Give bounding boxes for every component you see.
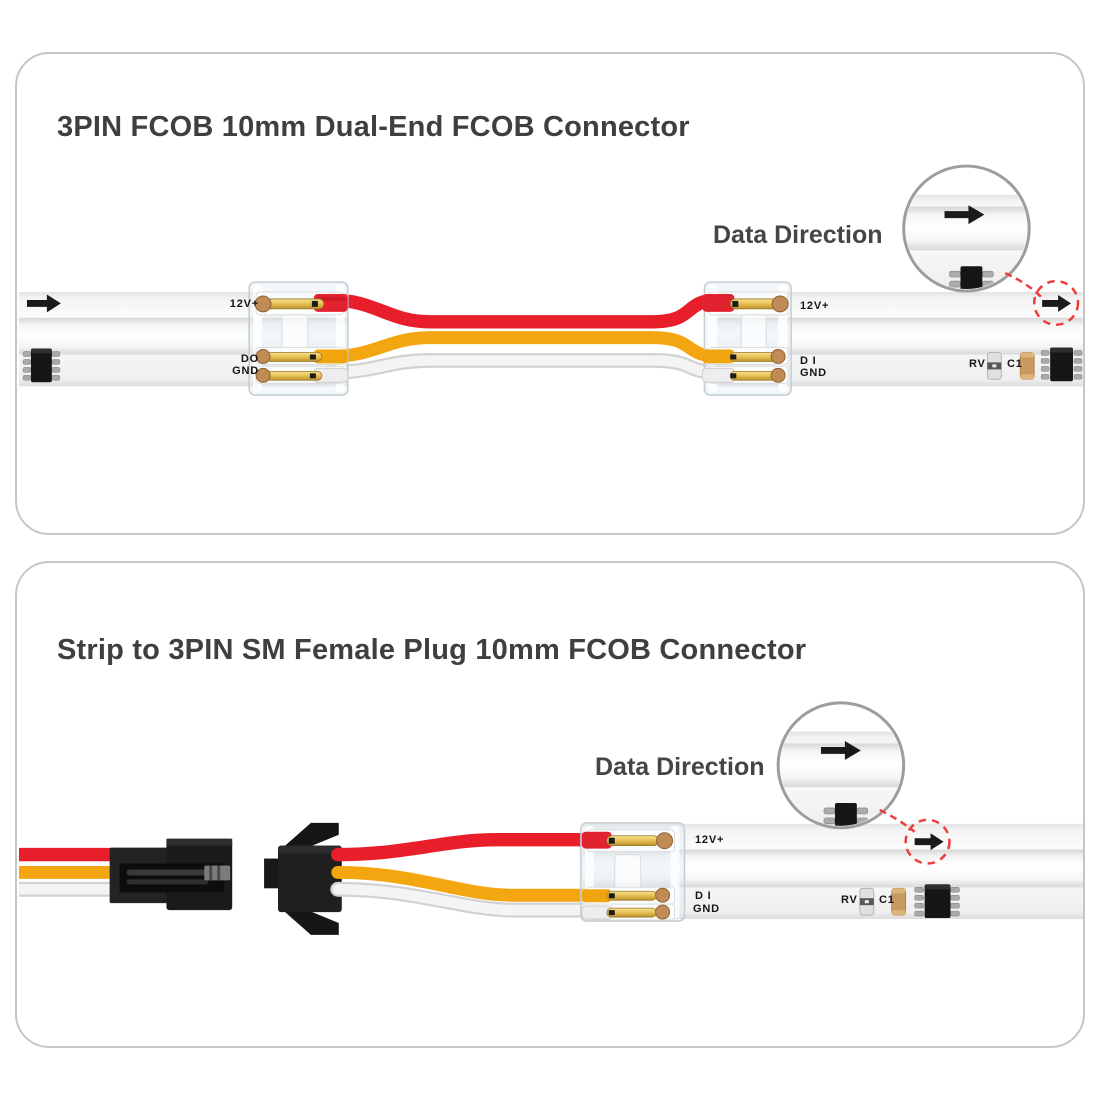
data-direction-arrow xyxy=(1042,294,1072,312)
pin-label-di: D I xyxy=(695,890,712,902)
dual-end-connector-diagram xyxy=(18,164,1083,396)
data-direction-label: Data Direction xyxy=(595,753,765,781)
capacitor-c1 xyxy=(1019,352,1035,380)
component-label-rv: RV xyxy=(841,894,858,906)
magnifier-link-line xyxy=(879,808,916,833)
plug-wires-left xyxy=(18,847,117,897)
pin-label-12v-left: 12V+ xyxy=(229,298,259,310)
panel-sm-plug-connector: Strip to 3PIN SM Female Plug 10mm FCOB C… xyxy=(15,561,1085,1048)
panel-title: 3PIN FCOB 10mm Dual-End FCOB Connector xyxy=(57,111,690,144)
magnifier xyxy=(902,164,1043,298)
wire-white-core xyxy=(325,355,725,378)
pin-label-do: DO xyxy=(240,353,259,365)
pin-label-12v-right: 12V+ xyxy=(800,300,830,312)
pin-label-gnd: GND xyxy=(693,903,720,915)
wire-yellow xyxy=(331,865,597,902)
panel-dual-end-connector: 3PIN FCOB 10mm Dual-End FCOB Connector D… xyxy=(15,52,1085,535)
wire-white-core xyxy=(332,884,596,916)
sm-male-connector xyxy=(264,822,342,935)
ic-chip xyxy=(1040,347,1083,382)
resistor-rv xyxy=(859,887,875,916)
ic-chip xyxy=(914,884,960,919)
data-direction-arrow xyxy=(914,833,944,851)
component-label-c1: C1 xyxy=(1007,358,1023,370)
data-direction-marker xyxy=(1032,279,1080,326)
data-direction-marker xyxy=(904,818,951,865)
pin-label-12v: 12V+ xyxy=(695,834,725,846)
wire-yellow xyxy=(324,331,726,363)
data-direction-label: Data Direction xyxy=(713,221,883,249)
data-direction-arrow-strip xyxy=(26,294,61,313)
led-strip xyxy=(582,823,1083,920)
wire-red xyxy=(324,293,727,329)
pin-label-gnd-left: GND xyxy=(232,365,259,377)
resistor-rv xyxy=(986,352,1002,380)
strip-connector-left xyxy=(248,281,349,396)
sm-plug-connector-diagram xyxy=(18,701,1083,935)
pin-label-di: D I xyxy=(800,355,817,367)
magnifier-link-line xyxy=(1004,272,1043,298)
component-label-rv: RV xyxy=(969,358,986,370)
plug-wires-right xyxy=(330,833,598,918)
magnifier xyxy=(776,701,916,833)
pin-label-gnd-right: GND xyxy=(800,367,827,379)
capacitor-c1 xyxy=(891,887,907,916)
strip-connector-right xyxy=(701,281,792,396)
data-direction-arrow xyxy=(944,205,985,225)
wire-red xyxy=(331,833,597,862)
data-direction-arrow xyxy=(820,741,861,760)
strip-connector xyxy=(580,822,686,922)
component-label-c1: C1 xyxy=(879,894,895,906)
sm-female-plug xyxy=(109,838,233,911)
ic-chip xyxy=(22,348,61,383)
jumper-wires xyxy=(323,293,727,380)
panel-title: Strip to 3PIN SM Female Plug 10mm FCOB C… xyxy=(57,634,807,667)
